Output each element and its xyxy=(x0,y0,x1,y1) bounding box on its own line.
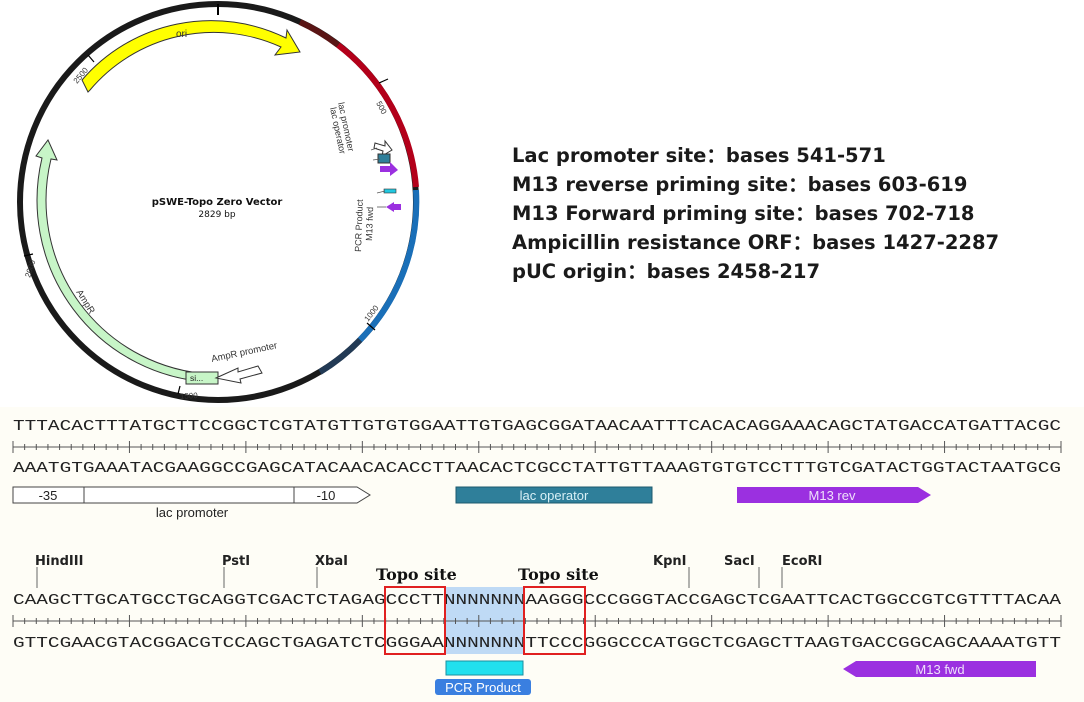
lac-operator-marker xyxy=(377,153,391,164)
backbone-red-section xyxy=(336,42,419,188)
pcr-product-label: PCR Product xyxy=(445,680,521,695)
feature-site-list: Lac promoter site：bases 541-571 M13 reve… xyxy=(512,141,999,286)
restriction-site-psti: PstI xyxy=(222,554,250,588)
restriction-site-kpni: KpnI xyxy=(653,554,690,588)
block2-top-strand: CAAGCTTGCATGCCTGCAGGTCGACTCTAGAGCCCTTNNN… xyxy=(13,593,1061,609)
sequence-panel: TTTACACTTTATGCTTCCGGCTCGTATGTTGTGTGGAATT… xyxy=(0,407,1084,702)
block1-top-strand: TTTACACTTTATGCTTCCGGCTCGTATGTTGTGTGGAATT… xyxy=(13,419,1061,435)
topo-site-label-right: Topo site xyxy=(518,565,599,584)
block1-bottom-strand: AAATGTGAAATACGAAGGCCGAGCATACAACACACCTTAA… xyxy=(13,461,1061,477)
restriction-site-xbai: XbaI xyxy=(315,554,348,588)
block2-bottom-strand: GTTCGAACGTACGGACGTCCAGCTGAGATCTCGGGAANNN… xyxy=(13,636,1061,652)
pcr-product-marker xyxy=(383,188,397,194)
ring-ticks xyxy=(23,54,389,395)
ori-arrow xyxy=(81,20,301,93)
svg-text:PstI: PstI xyxy=(222,554,250,569)
restriction-site-hindiii: HindIII xyxy=(35,554,83,588)
pcr-product-tag xyxy=(435,679,531,695)
ampr-promoter-label: AmpR promoter xyxy=(210,340,278,365)
plasmid-size: 2829 bp xyxy=(198,210,235,220)
feature-ampicillin: Ampicillin resistance ORF：bases 1427-228… xyxy=(512,231,1000,254)
ampr-arrow xyxy=(35,139,211,383)
feature-m13-reverse: M13 reverse priming site：bases 603-619 xyxy=(512,173,968,196)
feature-lac-promoter: Lac promoter site：bases 541-571 xyxy=(512,144,886,167)
svg-text:HindIII: HindIII xyxy=(35,554,83,569)
m13-fwd-arrow xyxy=(843,661,1036,677)
restriction-site-saci: SacI xyxy=(724,554,760,588)
topo-site-box-right xyxy=(523,586,586,655)
svg-text:SacI: SacI xyxy=(724,554,755,569)
m13-fwd-ring-label: M13 fwd xyxy=(364,207,375,241)
tick-1500: 1500 xyxy=(180,391,199,401)
backbone-blue-fade xyxy=(318,337,363,375)
lac-promoter-arrow xyxy=(12,486,371,504)
svg-text:EcoRI: EcoRI xyxy=(782,554,822,569)
m13-fwd-marker xyxy=(386,202,401,212)
m13-fwd-label: M13 fwd xyxy=(915,662,964,677)
pcr-product-ring-label: PCR Product xyxy=(353,199,365,252)
m13-rev-arrow xyxy=(737,487,931,503)
signal-label: si... xyxy=(190,373,203,383)
lac-promoter-box-10: -10 xyxy=(317,488,336,503)
backbone-blue-section xyxy=(357,189,420,343)
restriction-site-ecori: EcoRI xyxy=(781,554,822,588)
pcr-product-bar xyxy=(445,660,524,676)
backbone-gradient-left xyxy=(298,19,340,48)
feature-m13-forward: M13 Forward priming site：bases 702-718 xyxy=(512,202,975,225)
m13-rev-label: M13 rev xyxy=(809,488,856,503)
lac-operator-box xyxy=(455,486,653,504)
topo-site-label-left: Topo site xyxy=(376,565,457,584)
svg-text:XbaI: XbaI xyxy=(315,554,348,569)
plasmid-name: pSWE-Topo Zero Vector xyxy=(152,197,283,208)
svg-text:KpnI: KpnI xyxy=(653,554,686,569)
feature-puc-origin: pUC origin：bases 2458-217 xyxy=(512,260,821,283)
m13-rev-marker xyxy=(380,162,398,176)
ori-label: ori xyxy=(176,29,187,40)
lac-promoter-box-35: -35 xyxy=(39,488,58,503)
topo-site-box-left xyxy=(384,586,446,655)
lac-promoter-label: lac promoter xyxy=(156,505,229,520)
block1-ruler xyxy=(12,441,1062,453)
lac-operator-label: lac operator xyxy=(520,488,589,503)
plasmid-map: ori AmpR si... AmpR promoter pSWE-Topo Z… xyxy=(17,1,420,403)
block2-ruler xyxy=(12,615,1062,627)
ampr-promoter-arrow xyxy=(214,365,263,384)
